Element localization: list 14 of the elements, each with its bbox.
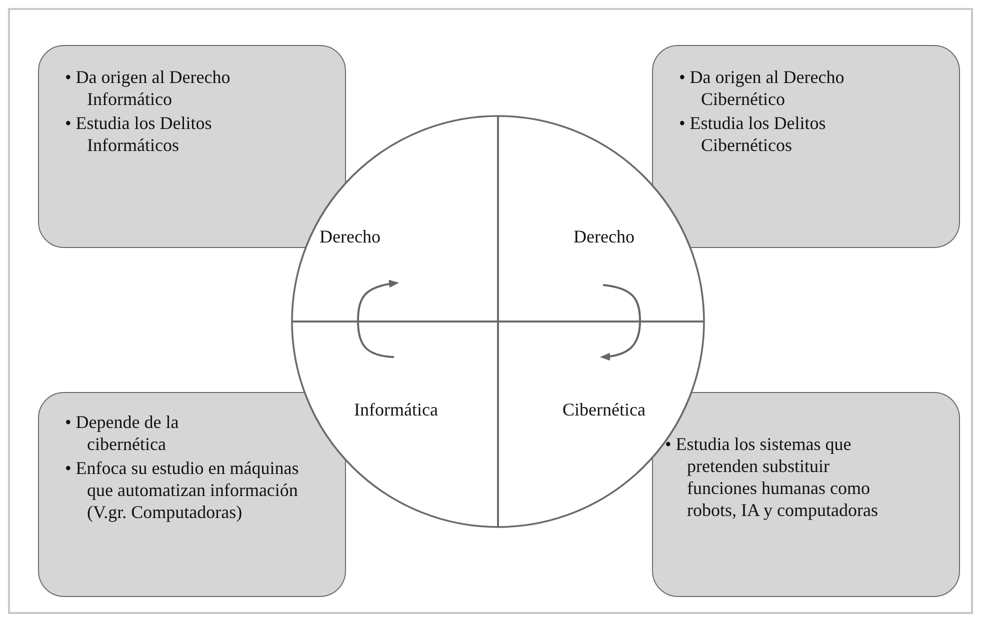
bullet-text: • Enfoca su estudio en máquinas que automatizan información (V.gr. Computadoras)	[65, 457, 300, 523]
bullet-text: • Estudia los sistemas que pretenden substituir funciones humanas como robots, IA y computadoras	[665, 433, 879, 521]
bullet-text: • Estudia los Delitos Cibernéticos	[679, 112, 827, 156]
bullet-text: • Da origen al Derecho Cibernético	[679, 66, 846, 110]
bullet-text: • Depende de la cibernética	[65, 411, 180, 455]
note-box	[652, 45, 960, 248]
note-box	[652, 392, 960, 597]
quadrant-label: Derecho	[320, 226, 380, 248]
note-box	[38, 392, 346, 597]
bullet-text: • Estudia los Delitos Informáticos	[65, 112, 213, 156]
bullet-text: • Da origen al Derecho Informático	[65, 66, 232, 110]
quadrant-label: Derecho	[574, 226, 634, 248]
quadrant-label: Informática	[354, 400, 438, 420]
quadrant-label: Cibernética	[562, 400, 646, 420]
